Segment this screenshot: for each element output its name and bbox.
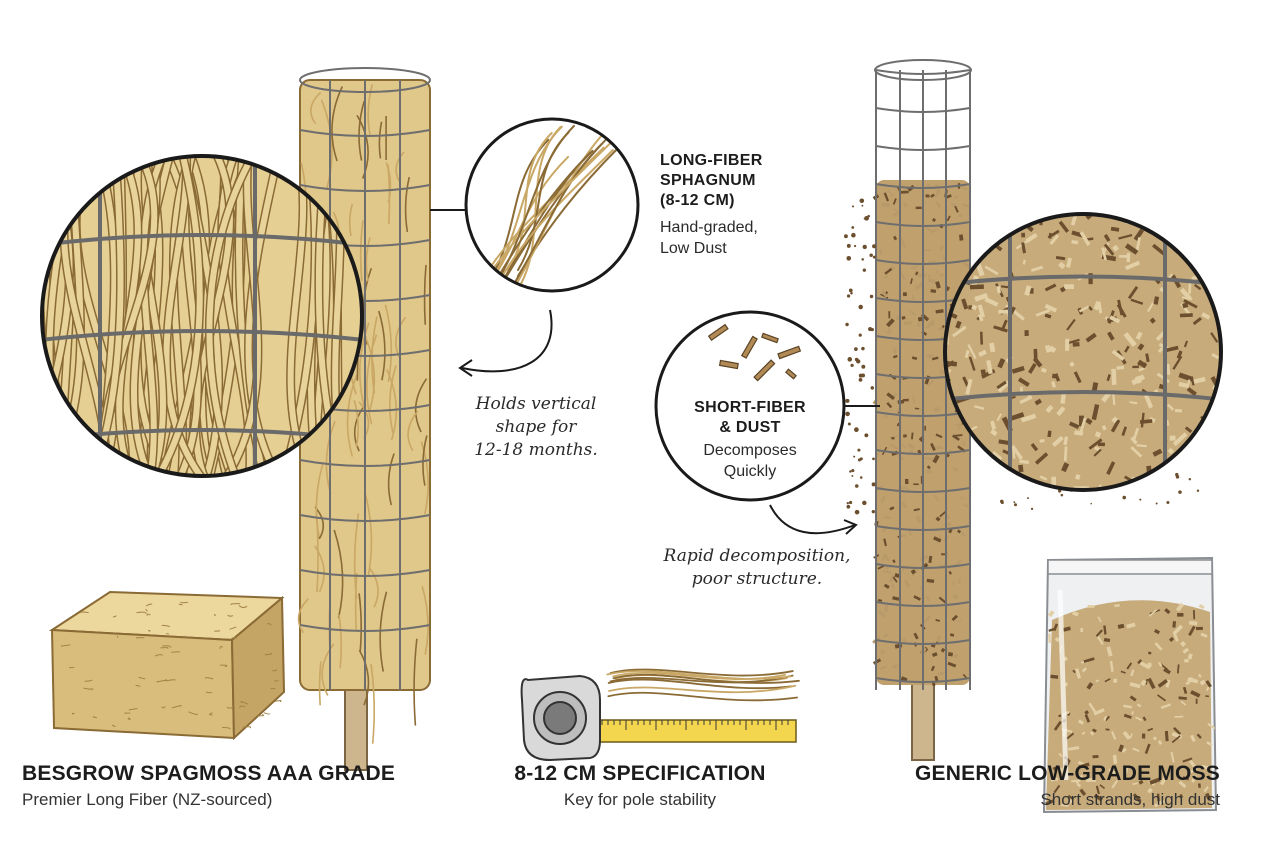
- long-fiber-heading: LONG-FIBER SPHAGNUM (8-12 CM): [660, 151, 763, 211]
- right-note-line1: Rapid decomposition,: [663, 546, 851, 566]
- moss-bag-icon: [1042, 556, 1218, 814]
- short-fiber-heading-line1: SHORT-FIBER: [694, 399, 806, 416]
- left-handwritten-note: Holds vertical shape for 12-18 months.: [466, 393, 606, 462]
- short-fiber-sub-line1: Decomposes: [703, 442, 797, 459]
- long-fiber-heading-line2: SPHAGNUM: [660, 172, 756, 189]
- center-spec-title: 8-12 CM SPECIFICATION: [514, 762, 766, 785]
- short-fiber-sub-line2: Quickly: [723, 463, 777, 480]
- long-fiber-sub-line1: Hand-graded,: [660, 219, 758, 236]
- right-note-line2: poor structure.: [691, 569, 823, 589]
- tape-measure-icon: [520, 668, 800, 762]
- short-fiber-closeup-circle: [943, 212, 1223, 492]
- moss-brick-icon: [48, 590, 286, 741]
- left-note-line3: 12-18 months.: [474, 440, 598, 460]
- left-product-title: BESGROW SPAGMOSS AAA GRADE: [22, 762, 396, 785]
- long-fiber-heading-line3: (8-12 CM): [660, 192, 735, 209]
- left-product-caption: BESGROW SPAGMOSS AAA GRADE Premier Long …: [22, 762, 395, 810]
- long-fiber-sub-line2: Low Dust: [660, 240, 727, 257]
- right-product-caption: GENERIC LOW-GRADE MOSS Short strands, hi…: [915, 762, 1220, 810]
- left-arrow: [461, 309, 553, 373]
- left-note-line1: Holds vertical: [475, 394, 597, 414]
- center-spec-subtitle: Key for pole stability: [563, 790, 717, 809]
- right-handwritten-note: Rapid decomposition, poor structure.: [652, 545, 862, 591]
- center-spec-caption: 8-12 CM SPECIFICATION Key for pole stabi…: [490, 762, 790, 810]
- right-product-title: GENERIC LOW-GRADE MOSS: [915, 762, 1220, 785]
- right-arrow: [769, 504, 856, 535]
- long-fiber-description: Hand-graded, Low Dust: [660, 217, 758, 259]
- long-fiber-heading-line1: LONG-FIBER: [660, 152, 763, 169]
- right-product-subtitle: Short strands, high dust: [1040, 790, 1220, 809]
- short-fiber-heading-line2: & DUST: [719, 419, 781, 436]
- short-fiber-label: SHORT-FIBER & DUST Decomposes Quickly: [656, 398, 844, 482]
- left-note-line2: shape for: [495, 417, 577, 437]
- short-fiber-magnifier: [654, 310, 880, 502]
- long-strand-magnifier: [430, 117, 640, 293]
- left-product-subtitle: Premier Long Fiber (NZ-sourced): [22, 790, 273, 809]
